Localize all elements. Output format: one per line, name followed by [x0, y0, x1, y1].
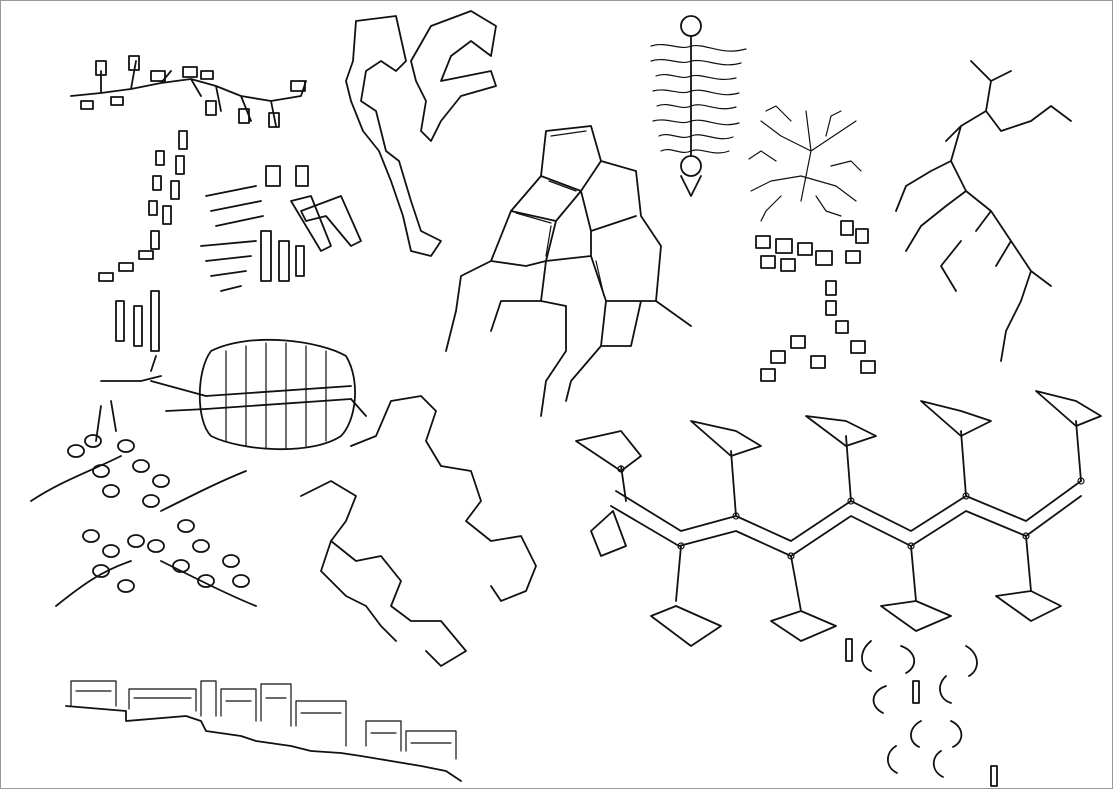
irregular-street-network — [445, 125, 692, 417]
mixed-block-cluster — [755, 220, 876, 382]
zigzag-slab-plan — [300, 395, 537, 667]
organic-cell-plan — [650, 15, 747, 197]
serpentine-tower-plan — [345, 10, 497, 257]
branching-cluster-plan — [70, 55, 307, 128]
curved-row-settlement — [98, 130, 188, 382]
star-node-network — [895, 60, 1072, 362]
hillside-terrace-section — [65, 680, 462, 782]
crescent-pods-plan — [845, 638, 998, 787]
hexagonal-node-megastructure — [575, 390, 1102, 647]
oval-ring-plan — [150, 338, 367, 451]
dendritic-network-plan — [748, 105, 862, 222]
clustered-pebble-plan — [30, 400, 257, 607]
courtyard-grid-cluster — [200, 165, 362, 292]
